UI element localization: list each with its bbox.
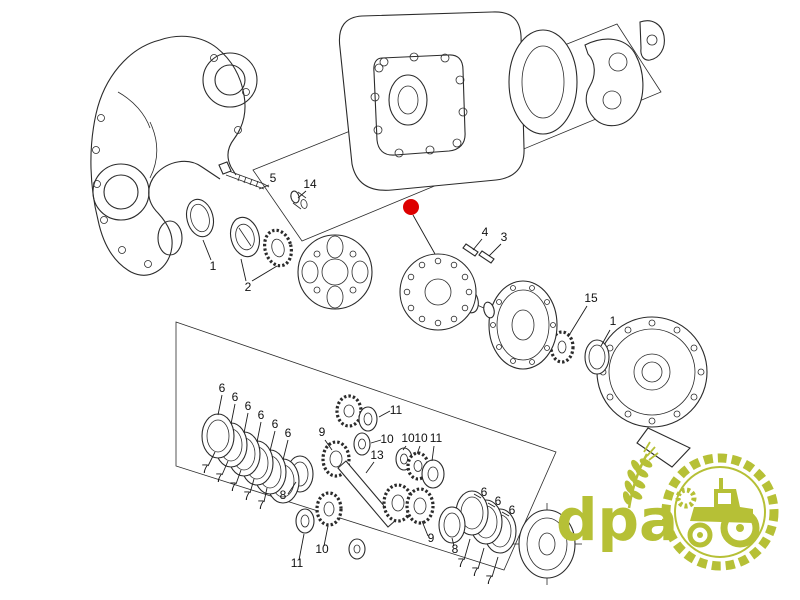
wheat-icon (622, 441, 659, 509)
right-clutch-pack-drawing (405, 487, 582, 585)
part-callout: 11 (430, 431, 443, 445)
part-callout: 2 (245, 280, 252, 294)
part-callout: 9 (428, 531, 435, 545)
selected-part-marker (403, 199, 419, 215)
part-callout: 7 (244, 489, 251, 503)
callout-leader-lines (202, 184, 611, 578)
gear-ring-icon (661, 453, 779, 571)
transmission-case-drawing (338, 11, 665, 191)
part-callout: 6 (219, 381, 226, 395)
part-callout: 13 (370, 448, 384, 462)
part-callout: 7 (230, 480, 237, 494)
part-callout: 7 (486, 573, 493, 587)
part-callout: 6 (272, 417, 279, 431)
part-callout: 15 (584, 291, 598, 305)
part-callout: 10 (414, 431, 428, 445)
part-callout: 8 (280, 488, 287, 502)
part-callout: 6 (285, 426, 292, 440)
dpa-logo-text: dpa (556, 486, 678, 554)
spider-gears-shaft-drawing (295, 394, 445, 560)
part-callout: 10 (315, 542, 329, 556)
part-callout: 6 (245, 399, 252, 413)
differential-right-assembly-drawing (399, 243, 708, 468)
part-callout: 3 (501, 230, 508, 244)
part-callout: 7 (258, 498, 265, 512)
part-callout: 7 (458, 556, 465, 570)
part-callout: 6 (495, 494, 502, 508)
part-callout: 11 (291, 556, 304, 570)
part-callout: 8 (452, 542, 459, 556)
bolt-drawing (218, 161, 270, 190)
part-callout: 6 (509, 503, 516, 517)
part-callout: 6 (481, 485, 488, 499)
part-callout: 7 (472, 565, 479, 579)
housing-bracket-drawing (636, 427, 691, 468)
part-callout: 6 (258, 408, 265, 422)
part-callout: 6 (232, 390, 239, 404)
part-callout: 1 (210, 259, 217, 273)
part-callout: 4 (482, 225, 489, 239)
part-callout: 10 (401, 431, 415, 445)
part-callout: 7 (216, 471, 223, 485)
rear-axle-housing-drawing (90, 35, 258, 276)
part-callout: 10 (380, 432, 394, 446)
part-callouts: 5 14 1 2 4 3 15 1 6 6 6 6 6 6 7 7 7 7 7 … (202, 171, 617, 587)
part-callout: 1 (610, 314, 617, 328)
part-callout: 14 (303, 177, 317, 191)
small-gear-icon (675, 487, 697, 509)
dpa-watermark: dpa (556, 441, 779, 571)
left-clutch-pack-drawing (201, 413, 351, 504)
part-callout: 9 (319, 425, 326, 439)
part-callout: 11 (390, 403, 403, 417)
pin-drawing (478, 250, 495, 264)
tractor-icon (687, 478, 760, 548)
part-callout: 5 (270, 171, 277, 185)
differential-left-assembly-drawing (185, 161, 373, 310)
part-callout: 7 (202, 462, 209, 476)
